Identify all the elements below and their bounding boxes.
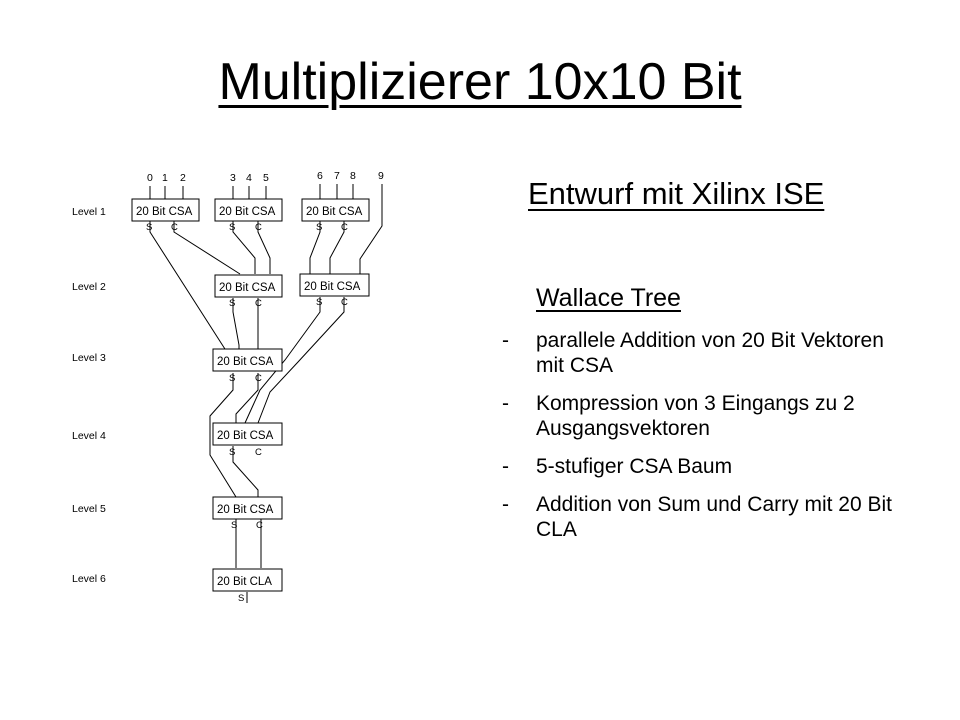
svg-text:C: C [341, 297, 348, 308]
svg-text:C: C [171, 222, 178, 233]
level-label-6: Level 6 [72, 573, 106, 585]
svg-text:S: S [229, 222, 235, 233]
input-label-6: 6 [317, 170, 323, 182]
svg-text:C: C [255, 373, 262, 384]
subtitle: Entwurf mit Xilinx ISE [528, 176, 825, 211]
bullet-marker: - [502, 329, 509, 352]
bullet-marker: - [502, 455, 509, 478]
svg-text:20 Bit CSA: 20 Bit CSA [219, 282, 276, 294]
svg-text:S: S [316, 297, 322, 308]
csa-level5: 20 Bit CSA S C [212, 496, 283, 531]
bullet-item: - Addition von Sum und Carry mit 20 Bit … [502, 492, 896, 542]
level-label-4: Level 4 [72, 430, 106, 442]
svg-text:20 Bit CSA: 20 Bit CSA [219, 206, 276, 218]
input-label-9: 9 [378, 170, 384, 182]
svg-text:S: S [229, 447, 235, 458]
level-label-2: Level 2 [72, 281, 106, 293]
input-label-2: 2 [180, 172, 186, 184]
svg-text:20 Bit CLA: 20 Bit CLA [217, 576, 272, 588]
slide-title: Multiplizierer 10x10 Bit [218, 53, 742, 111]
svg-text:S: S [231, 520, 237, 531]
bullet-text: parallele Addition von 20 Bit Vektoren m… [536, 329, 884, 377]
svg-text:S: S [316, 222, 322, 233]
svg-text:C: C [255, 222, 262, 233]
svg-text:C: C [255, 298, 262, 309]
csa-level1-a: 20 Bit CSA S C [131, 198, 200, 233]
bullet-item: - 5-stufiger CSA Baum [502, 454, 896, 479]
svg-text:S: S [229, 373, 235, 384]
svg-text:20 Bit CSA: 20 Bit CSA [306, 206, 363, 218]
svg-text:20 Bit CSA: 20 Bit CSA [217, 430, 274, 442]
level-label-5: Level 5 [72, 503, 106, 515]
bullet-marker: - [502, 493, 509, 516]
csa-level2-b: 20 Bit CSA S C [214, 274, 283, 309]
svg-text:C: C [255, 447, 262, 458]
csa-level1-b: 20 Bit CSA S C [214, 198, 283, 233]
svg-text:S: S [146, 222, 152, 233]
svg-text:S: S [229, 298, 235, 309]
input-label-8: 8 [350, 170, 356, 182]
bullet-item: - Kompression von 3 Eingangs zu 2 Ausgan… [502, 391, 896, 441]
svg-text:20 Bit CSA: 20 Bit CSA [304, 281, 361, 293]
input-label-4: 4 [246, 172, 252, 184]
level-label-1: Level 1 [72, 206, 106, 218]
csa-level1-c: 20 Bit CSA S C [301, 198, 370, 233]
bullet-text: 5-stufiger CSA Baum [536, 455, 733, 478]
svg-text:C: C [256, 520, 263, 531]
svg-text:20 Bit CSA: 20 Bit CSA [217, 504, 274, 516]
csa-level4: 20 Bit CSA S C [212, 422, 283, 458]
svg-text:C: C [341, 222, 348, 233]
bullet-text: Kompression von 3 Eingangs zu 2 Ausgangs… [536, 392, 855, 440]
csa-level3: 20 Bit CSA S C [212, 348, 283, 384]
svg-text:20 Bit CSA: 20 Bit CSA [217, 356, 274, 368]
input-label-7: 7 [334, 170, 340, 182]
input-label-5: 5 [263, 172, 269, 184]
level-label-3: Level 3 [72, 352, 106, 364]
bullet-text: Addition von Sum und Carry mit 20 Bit CL… [536, 493, 892, 541]
input-label-1: 1 [162, 172, 168, 184]
bullet-item: - parallele Addition von 20 Bit Vektoren… [502, 328, 896, 378]
diagram-wires [149, 184, 383, 603]
csa-level2-c: 20 Bit CSA S C [299, 273, 370, 308]
bullet-list: - parallele Addition von 20 Bit Vektoren… [502, 328, 896, 555]
input-label-3: 3 [230, 172, 236, 184]
cla-level6: 20 Bit CLA S [212, 568, 283, 604]
svg-text:S: S [238, 593, 244, 604]
input-label-0: 0 [147, 172, 153, 184]
svg-text:20 Bit CSA: 20 Bit CSA [136, 206, 193, 218]
section-heading: Wallace Tree [536, 284, 681, 312]
bullet-marker: - [502, 392, 509, 415]
